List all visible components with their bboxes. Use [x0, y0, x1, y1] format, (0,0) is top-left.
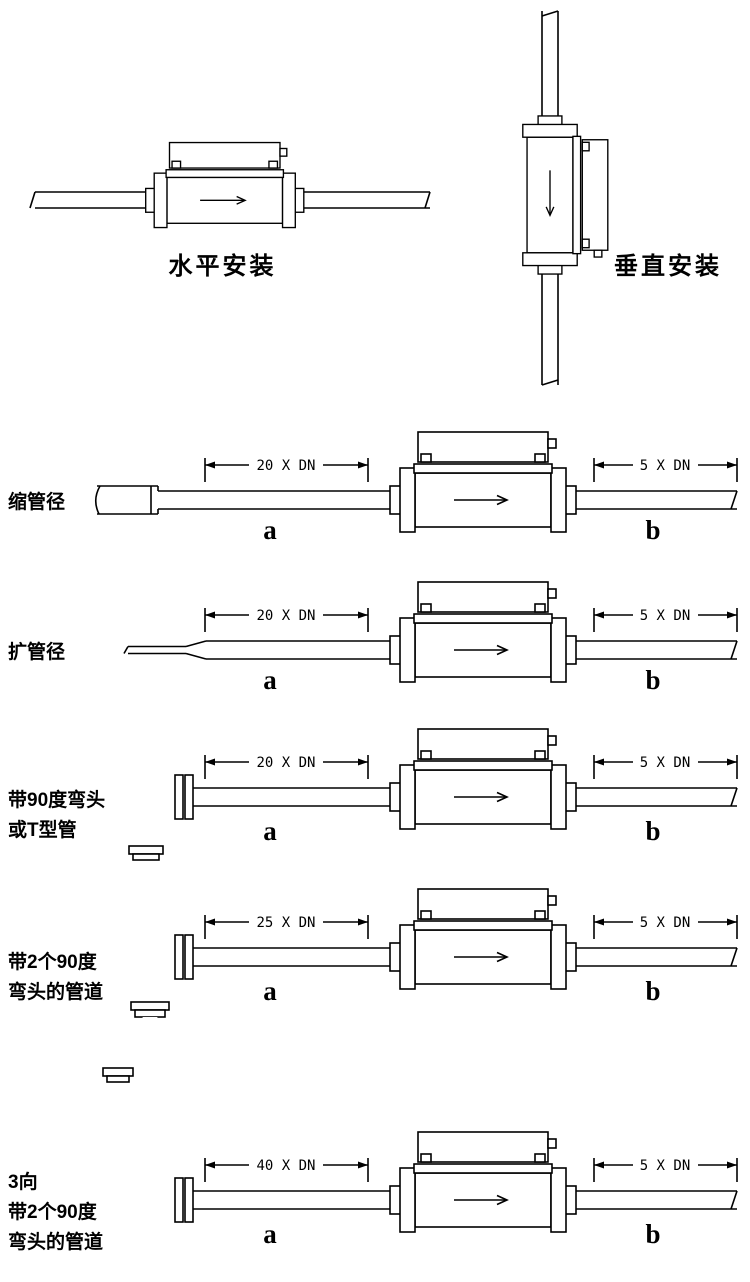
row-label-three-way: 3向 带2个90度 弯头的管道 — [8, 1172, 104, 1253]
downstream-dim-label: 5 X DN — [640, 755, 691, 771]
upstream-pipe — [206, 640, 390, 660]
downstream-pipe — [576, 947, 738, 967]
flowmeter — [389, 581, 577, 683]
downstream-dim-label: 5 X DN — [640, 915, 691, 931]
horizontal-pipes — [29, 191, 431, 209]
upstream-dim-label: 25 X DN — [256, 915, 315, 931]
row-diagram-expander: 20 X DN 5 X DN a b — [0, 575, 750, 710]
position-letter-a: a — [263, 976, 277, 1006]
reducer-fitting — [94, 485, 159, 515]
row-label-reducer: 缩管径 — [8, 492, 66, 513]
position-letter-a: a — [263, 515, 277, 545]
horizontal-install-label: 水平安装 — [168, 253, 277, 280]
downstream-pipe — [576, 640, 738, 660]
dimension-upstream: 40 X DN — [204, 1156, 369, 1182]
row-label-elbow-or-tee: 带90度弯头 或T型管 — [8, 790, 106, 841]
dimension-upstream: 20 X DN — [204, 753, 369, 779]
double-elbow-fitting — [102, 934, 194, 1083]
row-diagram-elbow-or-tee: 20 X DN 5 X DN a b — [0, 722, 750, 874]
upstream-pipe — [193, 787, 390, 807]
position-letter-b: b — [645, 665, 660, 695]
position-letter-b: b — [645, 816, 660, 846]
downstream-pipe — [576, 787, 738, 807]
downstream-dim-label: 5 X DN — [640, 458, 691, 474]
figure-horizontal-install — [10, 130, 440, 245]
elbow-fitting — [128, 774, 194, 861]
position-letter-a: a — [263, 665, 277, 695]
dimension-upstream: 20 X DN — [204, 606, 369, 632]
upstream-dim-label: 40 X DN — [256, 1158, 315, 1174]
upstream-dim-label: 20 X DN — [256, 755, 315, 771]
flowmeter — [522, 115, 609, 275]
dimension-upstream: 25 X DN — [204, 913, 369, 939]
position-letter-b: b — [645, 1219, 660, 1249]
dimension-upstream: 20 X DN — [204, 456, 369, 482]
flowmeter — [389, 888, 577, 990]
vertical-pipes — [541, 10, 559, 386]
flowmeter — [145, 141, 305, 229]
position-letter-a: a — [263, 1219, 277, 1249]
loop-elbow-fitting — [140, 1103, 200, 1223]
downstream-dim-label: 5 X DN — [640, 608, 691, 624]
position-letter-b: b — [645, 976, 660, 1006]
row-label-expander: 扩管径 — [8, 642, 66, 663]
figure-vertical-install — [450, 5, 750, 390]
row-label-two-elbows: 带2个90度 弯头的管道 — [8, 952, 104, 1003]
upstream-dim-label: 20 X DN — [256, 608, 315, 624]
upstream-dim-label: 20 X DN — [256, 458, 315, 474]
dimension-downstream: 5 X DN — [593, 913, 738, 939]
upstream-pipe — [193, 1190, 390, 1210]
flowmeter — [389, 728, 577, 830]
row-diagram-two-elbows: 25 X DN 5 X DN a b — [0, 882, 750, 1084]
dimension-downstream: 5 X DN — [593, 753, 738, 779]
dimension-downstream: 5 X DN — [593, 456, 738, 482]
upstream-pipe — [158, 490, 390, 510]
expander-fitting — [123, 640, 207, 660]
downstream-pipe — [576, 490, 738, 510]
flowmeter — [389, 1131, 577, 1233]
upstream-pipe — [193, 947, 390, 967]
flowmeter — [389, 431, 577, 533]
downstream-dim-label: 5 X DN — [640, 1158, 691, 1174]
position-letter-a: a — [263, 816, 277, 846]
row-diagram-three-way: 40 X DN 5 X DN a b — [0, 1085, 750, 1282]
downstream-pipe — [576, 1190, 738, 1210]
dimension-downstream: 5 X DN — [593, 1156, 738, 1182]
vertical-install-label: 垂直安装 — [614, 253, 722, 280]
row-diagram-reducer: 20 X DN 5 X DN a b — [0, 425, 750, 560]
dimension-downstream: 5 X DN — [593, 606, 738, 632]
position-letter-b: b — [645, 515, 660, 545]
